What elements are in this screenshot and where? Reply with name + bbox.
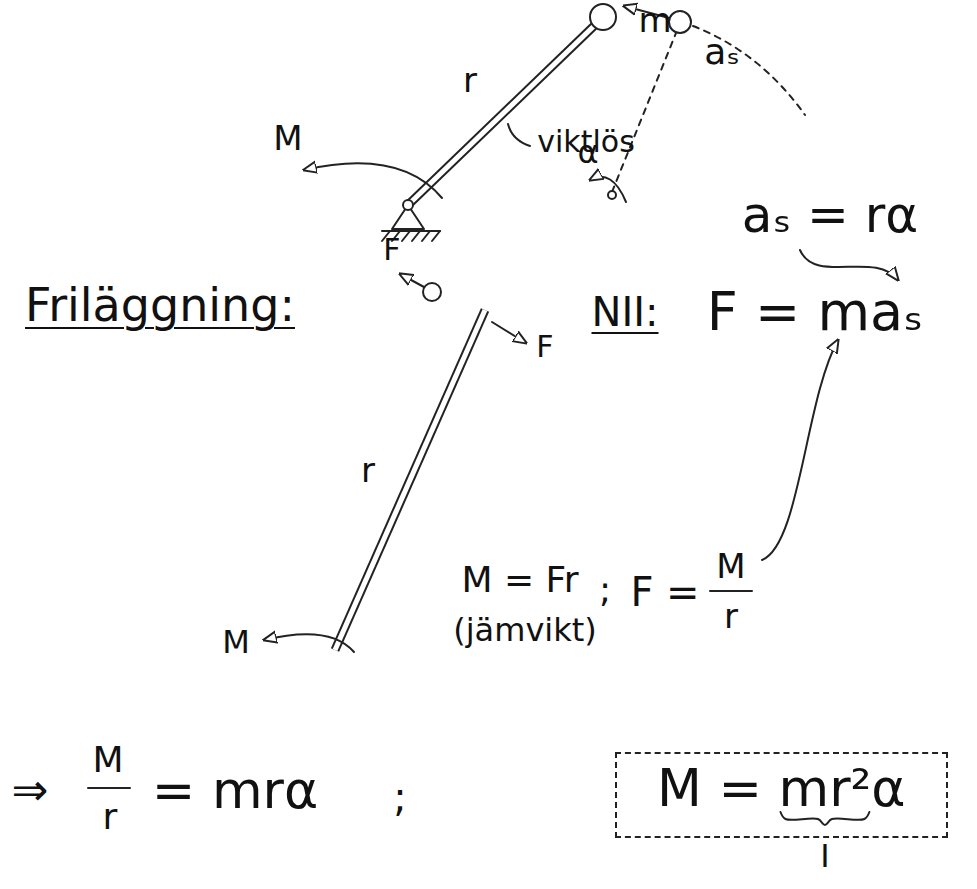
force-arrow [400,274,424,287]
force-arrow [492,322,526,343]
point-mass [590,4,616,30]
dashed-path [693,26,805,115]
math-label: r [724,599,738,633]
leader-line [508,124,530,146]
reference-arrow [762,340,838,560]
math-label: F [383,235,400,265]
math-label: ⇒ [12,768,49,812]
math-label: aₛ [704,34,740,70]
fraction-bar [88,787,130,789]
math-label: M [92,742,123,778]
math-label: M [273,121,302,155]
math-label: m [638,3,671,37]
dashed-frame: M = mr²α [615,752,948,838]
math-label: α [577,136,598,168]
free-mass [423,283,441,301]
point-mass [669,11,691,33]
result-formula: M = mr²α [657,762,906,814]
free-rod [335,310,485,650]
math-label: F = maₛ [707,285,923,339]
math-label: = mrα [152,764,318,816]
brace-label: I [820,840,829,872]
reference-arrow [800,250,898,280]
math-label: M [222,626,250,658]
moment-arrow [264,634,354,652]
pivot-point [608,191,616,199]
fraction-bar [710,590,752,592]
rod [408,24,596,205]
math-label: F [536,332,553,362]
angular-acceleration-arrow [590,177,626,202]
dashed-radius [612,33,676,192]
math-label: aₛ = rα [742,190,919,240]
math-label: Friläggning: [25,282,295,328]
math-label: r [361,453,375,487]
math-label: NII: [592,292,659,332]
math-label: (jämvikt) [453,614,597,646]
math-label: ; [599,572,611,608]
math-label: r [463,63,477,97]
result-box: M = mr²αI [615,752,948,838]
math-label: M [716,549,745,583]
math-label: M = Fr [462,562,579,598]
moment-arrow [304,163,442,198]
math-label: r [103,799,118,835]
math-label: ; [393,777,406,817]
math-label: F = [630,572,699,612]
